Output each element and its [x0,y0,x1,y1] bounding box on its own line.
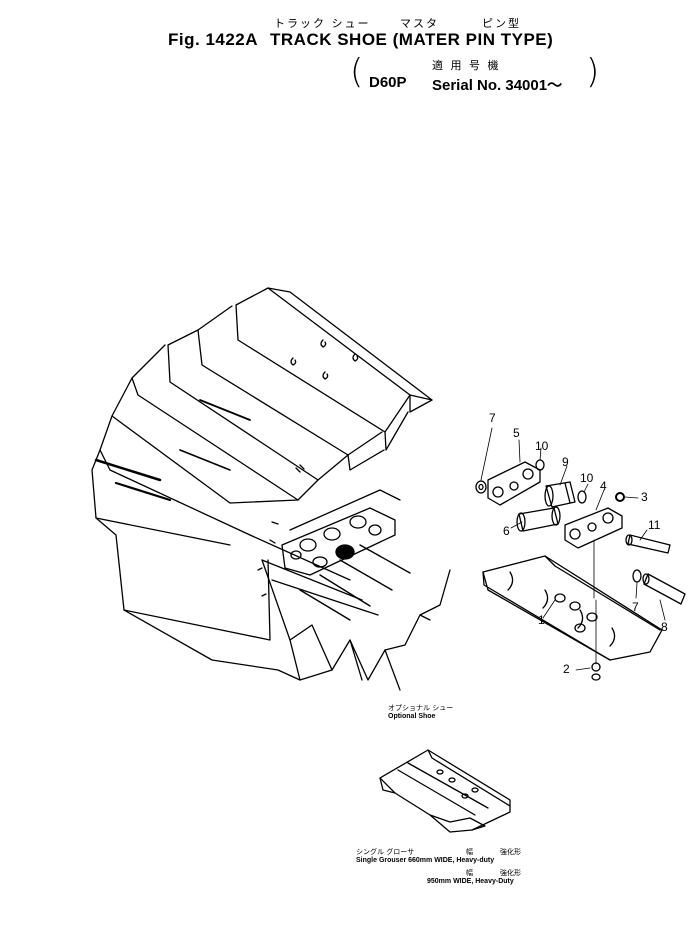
heavy-duty-jp-2: 強化形 [500,869,521,877]
width-jp-2: 幅 [466,869,473,877]
left-paren-icon: ( [350,52,364,92]
jp-applicable-model: 適 用 号 機 [432,59,501,72]
callout-7-lower: 7 [632,600,639,614]
single-grouser-950-row: 950mm WIDE, Heavy-Duty [427,878,514,885]
callout-2: 2 [563,662,570,676]
callout-4: 4 [600,479,607,493]
callout-11: 11 [648,518,661,532]
figure-number: Fig. 1422A [168,30,259,49]
callout-6: 6 [503,524,510,538]
callout-10-lower: 10 [580,471,594,485]
optional-shoe-drawing [379,749,511,833]
optional-shoe-label: Optional Shoe [388,713,436,720]
callout-3: 3 [641,490,648,504]
heavy-duty-jp-1: 強化形 [500,848,521,856]
callout-1: 1 [538,613,545,627]
callout-5: 5 [513,426,520,440]
callout-10-top: 10 [535,439,549,453]
track-chain-assembly [91,287,451,691]
page-title: TRACK SHOE (MATER PIN TYPE) [270,30,554,49]
single-grouser-jp: シングル グローサ [356,848,415,856]
model-label: D60P [369,74,407,91]
single-grouser-660-row: Single Grouser 660mm WIDE, Heavy-duty [356,857,495,864]
exploded-parts [475,427,686,681]
width-jp-1: 幅 [466,848,473,856]
callout-8: 8 [661,620,668,634]
jp-title-pin-type: ピン型 [482,17,521,30]
serial-label: Serial No. 34001～ [432,77,563,94]
right-paren-icon: ) [586,52,600,92]
jp-title-track-shoe: トラック シュー [274,17,371,30]
callout-7-top: 7 [489,411,496,425]
callout-9: 9 [562,455,569,469]
optional-shoe-jp-label: オプショナル シュー [388,704,454,712]
jp-title-master: マスタ [400,17,439,30]
